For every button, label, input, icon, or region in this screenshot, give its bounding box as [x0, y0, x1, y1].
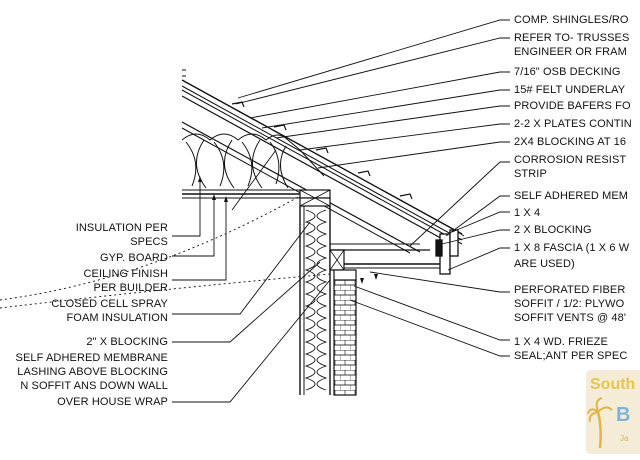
label-gyp-board: GYP. BOARD — [99, 252, 168, 264]
label-2x-blocking: 2 X BLOCKING — [514, 224, 592, 236]
label-osb-decking: 7/16" OSB DECKING — [514, 66, 621, 78]
label-closed-cell-line1: CLOSED CELL SPRAY — [51, 298, 168, 310]
stud-wall — [299, 206, 331, 395]
leader-lines-right — [235, 19, 510, 357]
label-plates: 2-2 X PLATES CONTIN — [514, 118, 632, 130]
label-insulation-line1: INSULATION PER — [75, 222, 168, 234]
label-membrane-line4: OVER HOUSE WRAP — [57, 396, 168, 408]
arrowheads — [198, 176, 378, 284]
label-blocking-16: 2X4 BLOCKING AT 16 — [514, 136, 627, 148]
fascia — [435, 229, 465, 275]
label-felt-underlayment: 15# FELT UNDERLAY — [514, 84, 626, 96]
label-membrane-line2: LASHING ABOVE BLOCKING — [17, 366, 168, 378]
brick-veneer — [333, 279, 357, 396]
label-frieze: 1 X 4 WD. FRIEZE — [514, 336, 608, 348]
label-perforated-line3: SOFFIT VENTS @ 48' — [514, 312, 627, 324]
company-logo: South B Ja — [586, 370, 640, 454]
soffit — [330, 243, 440, 269]
frieze-blocking — [329, 249, 357, 281]
label-corrosion-line2: STRIP — [514, 168, 547, 180]
logo-word-3: Ja — [620, 434, 629, 443]
label-membrane-line3: N SOFFIT ANS DOWN WALL — [20, 380, 168, 392]
label-fascia-line1: 1 X 8 FASCIA (1 X 6 W — [514, 242, 630, 254]
label-2in-blocking: 2" X BLOCKING — [86, 336, 168, 348]
label-comp-shingles: COMP. SHINGLES/RO — [514, 14, 629, 26]
leader-lines-left — [0, 149, 331, 403]
label-ceiling-line2: PER BUILDER — [93, 282, 168, 294]
label-membrane-line1: SELF ADHERED MEMBRANE — [15, 352, 168, 364]
label-corrosion-line1: CORROSION RESIST — [514, 154, 627, 166]
label-trusses-line1: REFER TO- TRUSSES — [514, 32, 630, 44]
label-closed-cell-line2: FOAM INSULATION — [66, 312, 168, 324]
logo-word-1: South — [590, 376, 636, 393]
top-plates — [299, 189, 331, 207]
label-ceiling-line1: CEILING FINISH — [83, 268, 168, 280]
logo-word-2: B — [616, 404, 631, 426]
label-fascia-line2: ARE USED) — [514, 258, 575, 270]
label-insulation-line2: SPECS — [130, 236, 168, 248]
label-perforated-line2: SOFFIT / 1/2: PLYWO — [514, 298, 625, 310]
label-baffers: PROVIDE BAFERS FO — [514, 100, 631, 112]
label-self-adhered-membrane: SELF ADHERED MEM — [514, 190, 629, 202]
label-1x4: 1 X 4 — [514, 207, 541, 219]
palm-tree-icon — [587, 397, 613, 449]
label-trusses-line2: ENGINEER OR FRAM — [514, 46, 627, 58]
label-sealant: SEAL;ANT PER SPEC — [514, 350, 628, 362]
label-perforated-line1: PERFORATED FIBER — [514, 284, 626, 296]
